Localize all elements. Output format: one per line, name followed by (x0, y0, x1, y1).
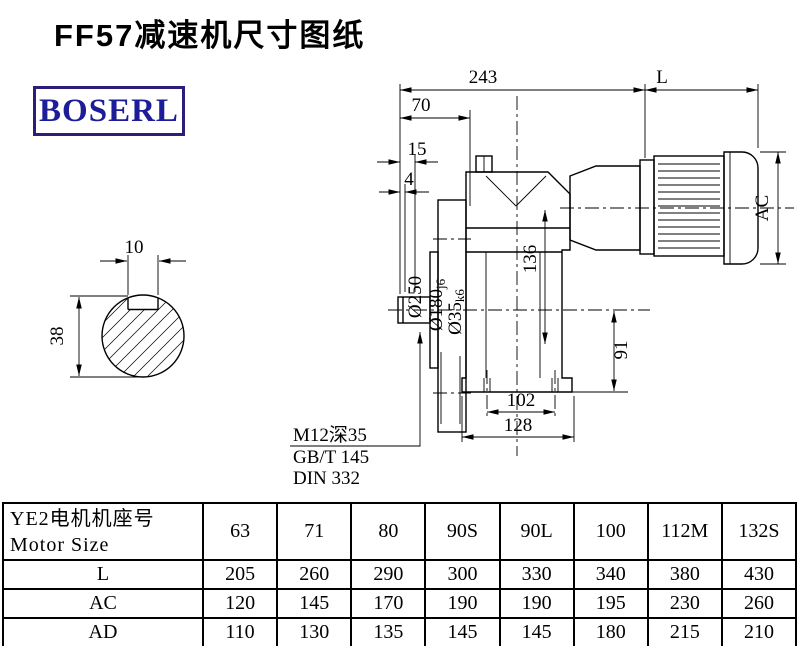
row-label: L (2, 559, 204, 590)
table-cell: 230 (646, 588, 723, 619)
motor-size-col: 90L (498, 502, 575, 561)
dim-L: L (656, 67, 668, 88)
motor-size-table: YE2电机机座号 Motor Size 63 71 80 90S 90L 100… (2, 502, 798, 646)
table-header-row: YE2电机机座号 Motor Size 63 71 80 90S 90L 100… (2, 502, 798, 561)
keyway-extension-lines (70, 255, 159, 378)
table-cell: 170 (350, 588, 427, 619)
table-row-AD: AD 110 130 135 145 145 180 215 210 (2, 617, 798, 646)
center-hole-callout: M12深35 GB/T 145 DIN 332 (293, 424, 369, 489)
table-row-AC: AC 120 145 170 190 190 195 230 260 (2, 588, 798, 619)
brand-logo: BOSERL (33, 86, 185, 136)
dim-128: 128 (504, 415, 533, 436)
table-cell: 340 (572, 559, 649, 590)
motor-size-col: 71 (276, 502, 353, 561)
row-label: AD (2, 617, 204, 646)
extension-lines (399, 84, 786, 442)
dim-4: 4 (404, 169, 414, 190)
motor-size-col: 132S (720, 502, 798, 561)
gearbox-side-view (388, 96, 794, 456)
table-cell: 145 (424, 617, 501, 646)
housing (461, 155, 573, 393)
table-cell: 135 (350, 617, 427, 646)
table-cell: 430 (720, 559, 798, 590)
header-line-cn: YE2电机机座号 (10, 507, 155, 530)
dim-15: 15 (408, 139, 427, 160)
motor-size-col: 90S (424, 502, 501, 561)
table-cell: 300 (424, 559, 501, 590)
table-cell: 380 (646, 559, 723, 590)
dim-lines (290, 87, 781, 447)
table-cell: 260 (276, 559, 353, 590)
dimension-annotations: 243 L 70 15 4 AC 136 91 102 128 Ø250 Ø18… (290, 67, 786, 489)
table-cell: 120 (201, 588, 279, 619)
dim-AC: AC (752, 195, 773, 221)
table-cell: 110 (201, 617, 279, 646)
dim-243: 243 (469, 67, 498, 88)
motor-size-col: 112M (646, 502, 723, 561)
row-label: AC (2, 588, 204, 619)
table-cell: 180 (572, 617, 649, 646)
table-cell: 260 (720, 588, 798, 619)
technical-drawing: 10 38 (47, 67, 794, 489)
table-cell: 145 (498, 617, 575, 646)
table-corner-header: YE2电机机座号 Motor Size (2, 502, 204, 561)
dim-136: 136 (520, 245, 541, 274)
dim-keyway-width: 10 (125, 237, 144, 258)
table-cell: 130 (276, 617, 353, 646)
table-cell: 205 (201, 559, 279, 590)
table-cell: 195 (572, 588, 649, 619)
detail-dim-lines (76, 258, 186, 376)
dim-70: 70 (412, 95, 431, 116)
dim-102: 102 (507, 390, 536, 411)
table-cell: 145 (276, 588, 353, 619)
dim-spigot-diameter: Ø180j6 (426, 278, 448, 331)
dim-shaft-height: 38 (47, 327, 68, 346)
callout-leader (290, 332, 423, 447)
callout-thread: M12深35 (293, 424, 367, 446)
table-cell: 330 (498, 559, 575, 590)
dim-91: 91 (611, 341, 632, 360)
header-line-en: Motor Size (10, 533, 110, 556)
shaft-end-detail: 10 38 (47, 237, 186, 378)
table-cell: 190 (424, 588, 501, 619)
motor-flange (639, 159, 655, 255)
table-cell: 210 (720, 617, 798, 646)
callout-gb-standard: GB/T 145 (293, 447, 369, 468)
table-row-L: L 205 260 290 300 330 340 380 430 (2, 559, 798, 590)
callout-din-standard: DIN 332 (293, 468, 360, 489)
table-cell: 215 (646, 617, 723, 646)
motor-size-col: 100 (572, 502, 649, 561)
motor (569, 151, 759, 265)
dim-shaft-diameter: Ø35k6 (445, 289, 467, 335)
page-title: FF57减速机尺寸图纸 (54, 18, 366, 53)
motor-fins (658, 163, 720, 249)
motor-size-col: 63 (201, 502, 279, 561)
table-cell: 190 (498, 588, 575, 619)
fan-cover (723, 151, 759, 265)
dim-flange-diameter: Ø250 (405, 276, 426, 318)
table-cell: 290 (350, 559, 427, 590)
motor-size-col: 80 (350, 502, 427, 561)
keyway (127, 298, 159, 311)
centerlines (388, 96, 794, 456)
